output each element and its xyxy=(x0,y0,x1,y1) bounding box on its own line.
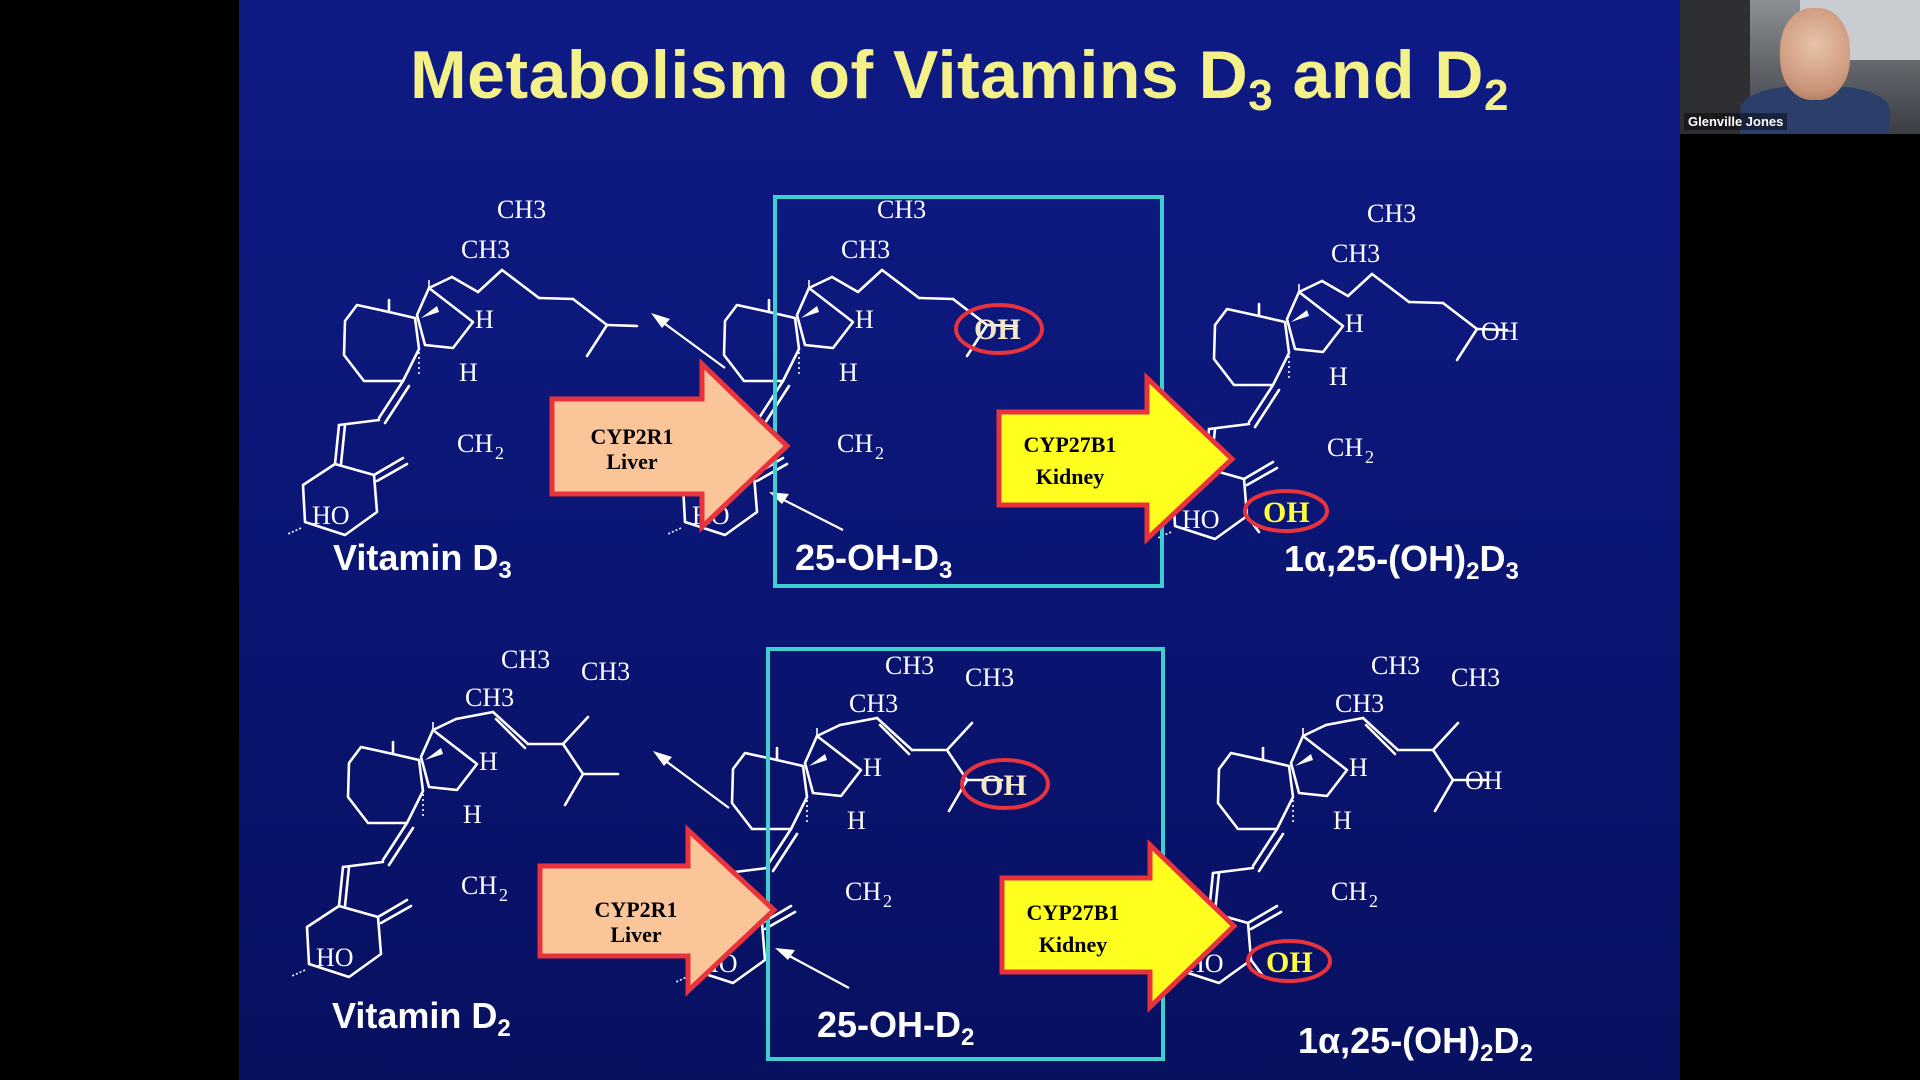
25-oh-d3-box xyxy=(773,195,1164,588)
svg-text:CYP27B1: CYP27B1 xyxy=(1024,432,1117,457)
svg-text:H: H xyxy=(1345,309,1364,338)
svg-text:CH: CH xyxy=(461,871,497,900)
svg-text:HO: HO xyxy=(1182,505,1220,534)
25-oh-d2-box xyxy=(766,647,1165,1061)
participant-video-tile[interactable]: Glenville Jones xyxy=(1680,0,1920,134)
svg-text:OH: OH xyxy=(1481,317,1519,346)
svg-text:2: 2 xyxy=(499,885,508,905)
svg-text:CH: CH xyxy=(845,877,881,906)
label-25-oh-d2: 25-OH-D2 xyxy=(817,1004,975,1051)
svg-text:OH: OH xyxy=(974,313,1021,346)
arrow-pointer xyxy=(781,951,850,989)
arrow-pointer xyxy=(656,317,726,369)
svg-text:2: 2 xyxy=(495,443,504,463)
svg-text:H: H xyxy=(863,753,882,782)
svg-text:CH: CH xyxy=(1327,433,1363,462)
svg-text:CH: CH xyxy=(1331,877,1367,906)
arrow-pointer xyxy=(658,755,730,809)
svg-text:OH: OH xyxy=(980,769,1027,802)
svg-text:CH3: CH3 xyxy=(841,235,890,264)
oh-highlight-circle xyxy=(954,303,1044,355)
svg-text:CH3: CH3 xyxy=(1367,199,1416,228)
svg-text:H: H xyxy=(1329,362,1348,391)
25-oh-d2-structure: CH3 CH3 CH3 H H CH 2 HO OH xyxy=(674,651,1050,989)
svg-text:HO: HO xyxy=(312,501,350,530)
svg-text:2: 2 xyxy=(883,891,892,911)
svg-text:H: H xyxy=(839,358,858,387)
svg-text:OH: OH xyxy=(1266,946,1313,979)
label-vitamin-d2: Vitamin D2 xyxy=(332,995,511,1042)
dihydroxy-d3-structure: CH3 CH3 H H CH 2 HO OH OH xyxy=(1156,199,1519,541)
svg-text:2: 2 xyxy=(875,443,884,463)
label-vitamin-d3: Vitamin D3 xyxy=(333,537,512,584)
arrow-pointer xyxy=(775,495,844,531)
cyp27b1-kidney-arrow-bottom: CYP27B1 Kidney xyxy=(999,839,1238,1013)
svg-text:CH3: CH3 xyxy=(501,645,550,674)
svg-text:CH3: CH3 xyxy=(581,657,630,686)
presentation-slide: Metabolism of Vitamins D3 and D2 xyxy=(239,0,1680,1080)
cyp2r1-liver-arrow-top: CYP2R1 Liver xyxy=(549,358,791,533)
metabolism-diagram: CH3 CH3 H H CH 2 HO CH3 CH3 H H CH 2 HO … xyxy=(286,195,1519,1061)
svg-text:CH3: CH3 xyxy=(465,683,514,712)
svg-text:H: H xyxy=(459,358,478,387)
vitamin-d3-structure: CH3 CH3 H H CH 2 HO xyxy=(286,195,726,537)
svg-text:Liver: Liver xyxy=(606,449,658,474)
svg-text:CH3: CH3 xyxy=(965,663,1014,692)
svg-text:CH: CH xyxy=(837,429,873,458)
svg-text:CH3: CH3 xyxy=(1451,663,1500,692)
svg-text:CH3: CH3 xyxy=(849,689,898,718)
cyp27b1-kidney-arrow-top: CYP27B1 Kidney xyxy=(996,372,1236,545)
svg-text:CH3: CH3 xyxy=(461,235,510,264)
svg-text:CYP2R1: CYP2R1 xyxy=(594,897,677,922)
svg-text:H: H xyxy=(479,747,498,776)
svg-text:Liver: Liver xyxy=(610,922,662,947)
svg-text:CH3: CH3 xyxy=(1331,239,1380,268)
svg-text:OH: OH xyxy=(1263,496,1310,529)
svg-text:OH: OH xyxy=(1465,766,1503,795)
svg-text:Kidney: Kidney xyxy=(1039,932,1107,957)
vitamin-d2-structure: CH3 CH3 CH3 H H CH 2 HO xyxy=(290,645,730,979)
svg-text:H: H xyxy=(847,806,866,835)
oh-highlight-circle xyxy=(960,758,1050,810)
svg-text:CYP2R1: CYP2R1 xyxy=(590,424,673,449)
svg-text:Kidney: Kidney xyxy=(1036,464,1104,489)
svg-text:2: 2 xyxy=(1369,891,1378,911)
video-background xyxy=(1680,0,1750,134)
label-dihydroxy-d2: 1α,25-(OH)2D2 xyxy=(1298,1020,1533,1067)
cyp2r1-liver-arrow-bottom: CYP2R1 Liver xyxy=(537,824,778,997)
svg-text:CH3: CH3 xyxy=(877,195,926,224)
label-dihydroxy-d3: 1α,25-(OH)2D3 xyxy=(1284,538,1519,585)
svg-text:CH3: CH3 xyxy=(497,195,546,224)
svg-text:H: H xyxy=(1349,753,1368,782)
svg-text:CH3: CH3 xyxy=(885,651,934,680)
participant-name: Glenville Jones xyxy=(1684,113,1788,130)
25-oh-d3-structure: CH3 CH3 H H CH 2 HO OH xyxy=(666,195,1044,537)
svg-text:CH3: CH3 xyxy=(1335,689,1384,718)
svg-text:CH3: CH3 xyxy=(1371,651,1420,680)
oh-highlight-circle xyxy=(1243,489,1329,533)
slide-title: Metabolism of Vitamins D3 and D2 xyxy=(410,37,1509,120)
svg-text:H: H xyxy=(1333,806,1352,835)
svg-text:H: H xyxy=(855,305,874,334)
svg-text:CH: CH xyxy=(457,429,493,458)
participant-avatar xyxy=(1780,8,1850,100)
svg-text:H: H xyxy=(463,800,482,829)
oh-highlight-circle xyxy=(1246,939,1332,983)
svg-text:CYP27B1: CYP27B1 xyxy=(1027,900,1120,925)
svg-text:H: H xyxy=(475,305,494,334)
label-25-oh-d3: 25-OH-D3 xyxy=(795,537,953,584)
svg-text:HO: HO xyxy=(316,943,354,972)
svg-text:2: 2 xyxy=(1365,447,1374,467)
